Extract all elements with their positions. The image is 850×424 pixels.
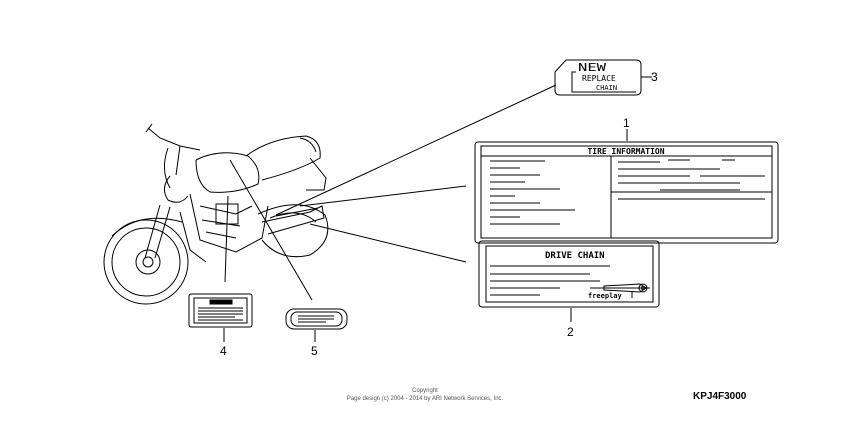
new-replace-chain-label bbox=[554, 59, 652, 96]
leader-line-2 bbox=[309, 223, 467, 263]
copyright-line-1: Copyright bbox=[412, 388, 438, 394]
diagram-code: KPJ4F3000 bbox=[693, 391, 747, 402]
leader-line-3 bbox=[275, 84, 557, 216]
copyright-notice: Copyright Page design (c) 2004 - 2014 by… bbox=[300, 387, 550, 403]
callout-1: 1 bbox=[623, 116, 630, 130]
callout-3: 3 bbox=[651, 70, 658, 84]
drive-chain-title: DRIVE CHAIN bbox=[545, 251, 605, 261]
tire-information-title: TIRE INFORMATION bbox=[587, 147, 664, 156]
drive-chain-label bbox=[478, 240, 660, 308]
copyright-line-2: Page design (c) 2004 - 2014 by ARI Netwo… bbox=[346, 396, 504, 402]
small-label-5 bbox=[285, 308, 348, 330]
callout-5: 5 bbox=[311, 344, 318, 358]
callout-4: 4 bbox=[220, 344, 227, 358]
freeplay-text: freeplay bbox=[588, 292, 623, 300]
new-text: NEW bbox=[578, 61, 607, 74]
tire-information-label bbox=[474, 141, 779, 244]
leader-line-1 bbox=[299, 185, 467, 207]
motorcycle-illustration bbox=[103, 123, 329, 305]
callout-2: 2 bbox=[567, 325, 574, 339]
chain-text: CHAIN bbox=[596, 84, 617, 92]
replace-text: REPLACE bbox=[582, 74, 616, 83]
warning-label-4 bbox=[188, 293, 253, 328]
